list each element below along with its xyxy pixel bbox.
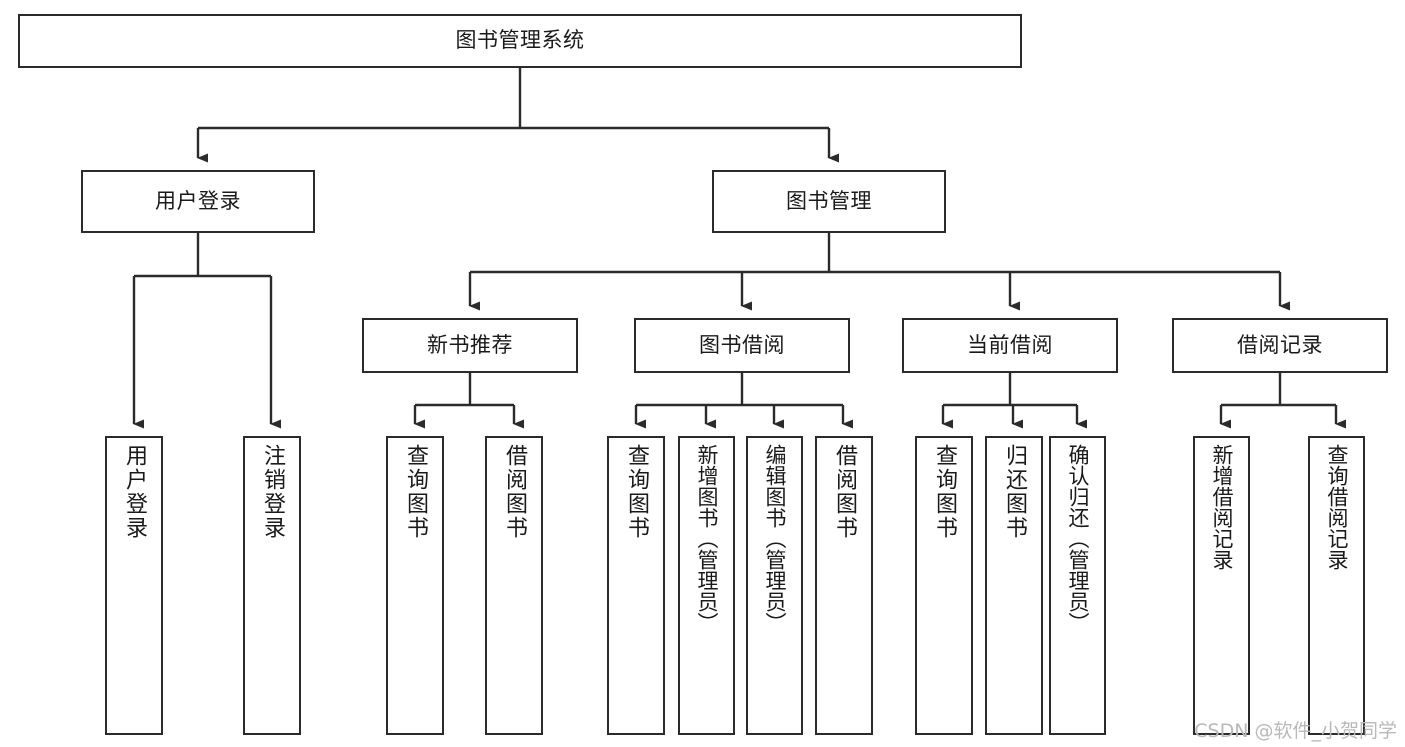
leaf-user-login-logout-label: 注销登录 [260, 444, 285, 540]
node-user-login[interactable]: 用户登录 [81, 170, 315, 233]
node-root-system[interactable]: 图书管理系统 [18, 14, 1022, 68]
leaf-book-borrow-add[interactable]: 新增图书（管理员） [678, 436, 735, 735]
node-borrow-record-label: 借阅记录 [1237, 332, 1323, 357]
leaf-current-borrow-return[interactable]: 归还图书 [985, 436, 1043, 735]
leaf-user-login-login-label: 用户登录 [122, 444, 147, 540]
leaf-borrow-record-query-label: 查询借阅记录 [1325, 444, 1349, 570]
leaf-current-borrow-confirm-label: 确认归还（管理员） [1066, 444, 1090, 633]
leaf-new-book-query-label: 查询图书 [403, 444, 428, 540]
leaf-book-borrow-borrow[interactable]: 借阅图书 [815, 436, 873, 735]
node-current-borrow[interactable]: 当前借阅 [902, 318, 1118, 373]
leaf-borrow-record-add[interactable]: 新增借阅记录 [1193, 436, 1250, 735]
leaf-book-borrow-edit[interactable]: 编辑图书（管理员） [746, 436, 803, 735]
leaf-new-book-borrow[interactable]: 借阅图书 [485, 436, 543, 735]
node-new-book-recommend[interactable]: 新书推荐 [362, 318, 578, 373]
leaf-book-borrow-add-label: 新增图书（管理员） [695, 444, 719, 633]
node-current-borrow-label: 当前借阅 [967, 332, 1053, 357]
leaf-new-book-borrow-label: 借阅图书 [502, 444, 527, 540]
node-user-login-label: 用户登录 [155, 188, 241, 213]
leaf-user-login-login[interactable]: 用户登录 [105, 436, 163, 735]
node-book-management[interactable]: 图书管理 [712, 170, 946, 233]
leaf-current-borrow-confirm[interactable]: 确认归还（管理员） [1049, 436, 1106, 735]
node-book-borrow[interactable]: 图书借阅 [634, 318, 850, 373]
leaf-current-borrow-return-label: 归还图书 [1002, 444, 1027, 540]
node-book-borrow-label: 图书借阅 [699, 332, 785, 357]
leaf-new-book-query[interactable]: 查询图书 [386, 436, 444, 735]
leaf-book-borrow-edit-label: 编辑图书（管理员） [763, 444, 787, 633]
node-borrow-record[interactable]: 借阅记录 [1172, 318, 1388, 373]
node-new-book-recommend-label: 新书推荐 [427, 332, 513, 357]
node-book-management-label: 图书管理 [786, 188, 872, 213]
node-root-system-label: 图书管理系统 [455, 28, 585, 53]
leaf-book-borrow-query[interactable]: 查询图书 [607, 436, 665, 735]
leaf-user-login-logout[interactable]: 注销登录 [243, 436, 301, 735]
leaf-borrow-record-query[interactable]: 查询借阅记录 [1308, 436, 1365, 735]
leaf-current-borrow-query-label: 查询图书 [932, 444, 957, 540]
leaf-current-borrow-query[interactable]: 查询图书 [915, 436, 973, 735]
leaf-book-borrow-borrow-label: 借阅图书 [832, 444, 857, 540]
leaf-book-borrow-query-label: 查询图书 [624, 444, 649, 540]
leaf-borrow-record-add-label: 新增借阅记录 [1210, 444, 1234, 570]
